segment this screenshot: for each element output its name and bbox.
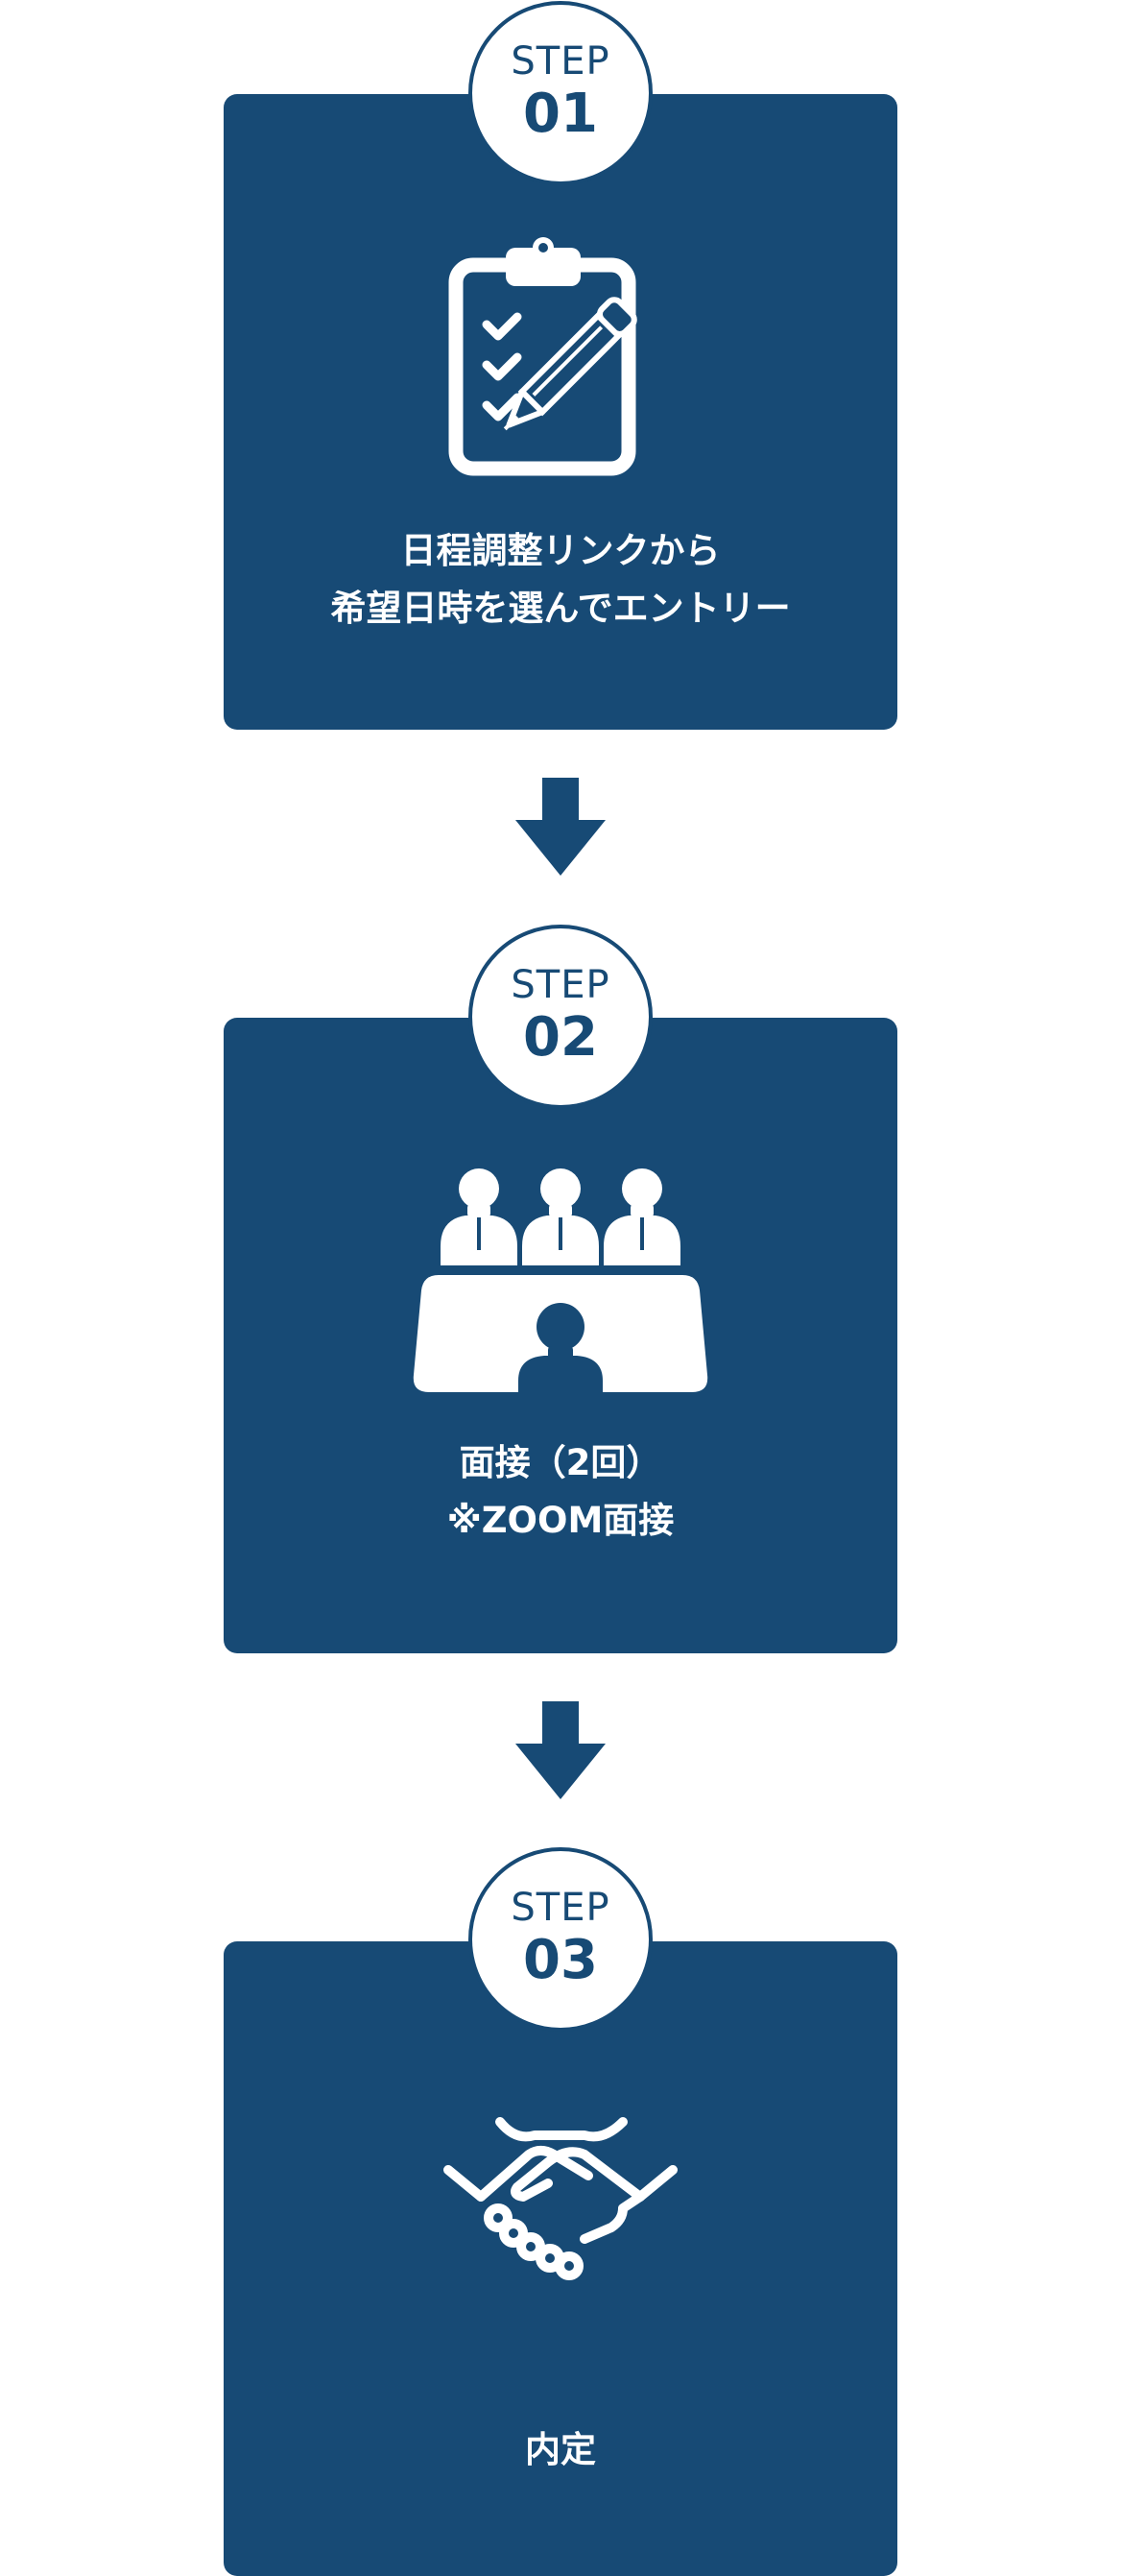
step-01-label: 日程調整リンクから 希望日時を選んでエントリー (224, 522, 897, 638)
step-02-label-line-2: ※ZOOM面接 (446, 1500, 675, 1541)
step-02-card: 面接（2回） ※ZOOM面接 (224, 1018, 897, 1653)
step-03-badge: STEP 03 (468, 1847, 653, 2032)
handshake-icon (443, 2117, 678, 2280)
step-02-badge-number: 02 (523, 1006, 598, 1069)
step-02-badge: STEP 02 (468, 925, 653, 1109)
step-01-badge: STEP 01 (468, 1, 653, 185)
interview-panel-icon (413, 1168, 708, 1402)
step-01-label-line-2: 希望日時を選んでエントリー (330, 588, 791, 629)
step-01-label-line-1: 日程調整リンクから (400, 530, 721, 571)
candidate-silhouette (518, 1303, 603, 1402)
down-arrow-icon (515, 1701, 606, 1799)
step-01-badge-word: STEP (511, 39, 610, 84)
step-01-card: 日程調整リンクから 希望日時を選んでエントリー (224, 94, 897, 730)
step-03-label-line-1: 内定 (525, 2429, 596, 2470)
step-01-badge-number: 01 (523, 83, 598, 145)
interviewer-2 (522, 1168, 599, 1265)
step-03-badge-word: STEP (511, 1886, 610, 1930)
interviewer-1 (441, 1168, 517, 1265)
step-03-label: 内定 (224, 2421, 897, 2479)
interviewer-3 (604, 1168, 680, 1265)
step-03-badge-number: 03 (523, 1929, 598, 1991)
clipboard-pen-icon (448, 237, 637, 476)
step-02-label-line-1: 面接（2回） (459, 1442, 662, 1483)
step-03-card: 内定 (224, 1941, 897, 2576)
step-02-label: 面接（2回） ※ZOOM面接 (224, 1434, 897, 1550)
step-02-badge-word: STEP (511, 963, 610, 1007)
down-arrow-icon (515, 778, 606, 876)
